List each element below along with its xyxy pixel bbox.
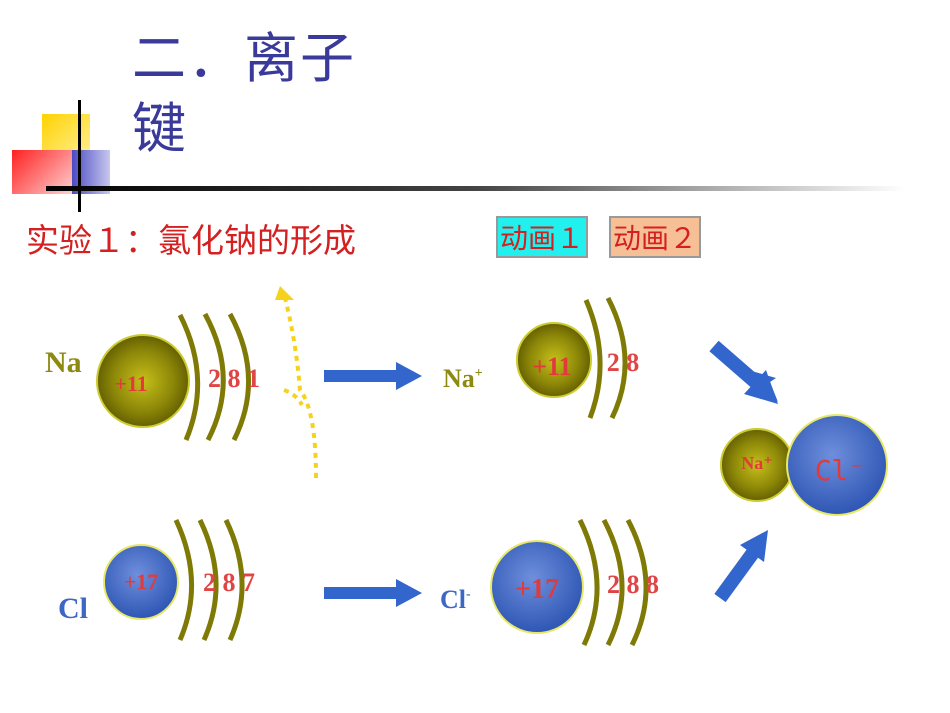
sodium-atom: +11 2 8 1 Na xyxy=(45,312,260,442)
electron-transfer-arrowhead xyxy=(275,286,294,300)
experiment-subtitle: 实验１：氯化钠的形成 xyxy=(26,221,356,260)
sodium-label: Na xyxy=(45,346,82,379)
chloride-ion-shells xyxy=(577,518,649,647)
sodium-shell-electrons: 2 8 1 xyxy=(208,364,260,393)
sodium-ion-nucleus-charge: +11 xyxy=(532,352,571,381)
animation-1-button[interactable]: 动画１ xyxy=(496,216,588,258)
sodium-ion: +11 2 8 Na+ xyxy=(443,296,640,420)
animation-2-button[interactable]: 动画２ xyxy=(609,216,701,258)
chlorine-nucleus xyxy=(103,544,179,620)
sodium-ion-label: Na+ xyxy=(443,364,483,393)
chloride-ion-shell-electrons: 2 8 8 xyxy=(607,570,659,599)
page-title: 二．离子键 xyxy=(132,27,356,160)
compound-sodium-label: Na⁺ xyxy=(741,453,773,473)
sodium-ion-nucleus xyxy=(516,322,592,398)
chloride-ion-nucleus xyxy=(490,540,584,634)
chlorine-shell-electrons: 2 8 7 xyxy=(203,568,255,597)
header-rule xyxy=(46,186,906,191)
sodium-nucleus-charge: +11 xyxy=(114,371,147,396)
sodium-nucleus xyxy=(96,334,190,428)
chlorine-atom: +17 2 8 7 Cl xyxy=(58,518,255,642)
chlorine-label: Cl xyxy=(58,592,88,625)
arrow-cl-to-ion xyxy=(324,579,422,607)
compound-chloride-label: Cl⁻ xyxy=(815,454,866,487)
chloride-ion: +17 2 8 8 Cl- xyxy=(440,518,659,647)
chloride-ion-nucleus-charge: +17 xyxy=(515,574,559,605)
sodium-ion-shell-electrons: 2 8 xyxy=(607,348,640,377)
arrow-na-to-ion xyxy=(324,362,422,390)
sodium-ion-shells xyxy=(583,296,628,420)
arrow-naion-to-compound xyxy=(709,340,778,404)
sodium-chloride-compound: Na⁺ Cl⁻ xyxy=(720,414,888,516)
chloride-ion-label: Cl- xyxy=(440,585,471,614)
electron-transfer-path xyxy=(282,293,318,479)
sodium-shells xyxy=(177,312,251,442)
arrow-clion-to-compound xyxy=(714,530,768,603)
logo-vertical-line xyxy=(78,100,81,212)
chlorine-nucleus-charge: +17 xyxy=(124,569,159,594)
compound-chloride-ion xyxy=(786,414,888,516)
chlorine-shells xyxy=(173,518,245,642)
